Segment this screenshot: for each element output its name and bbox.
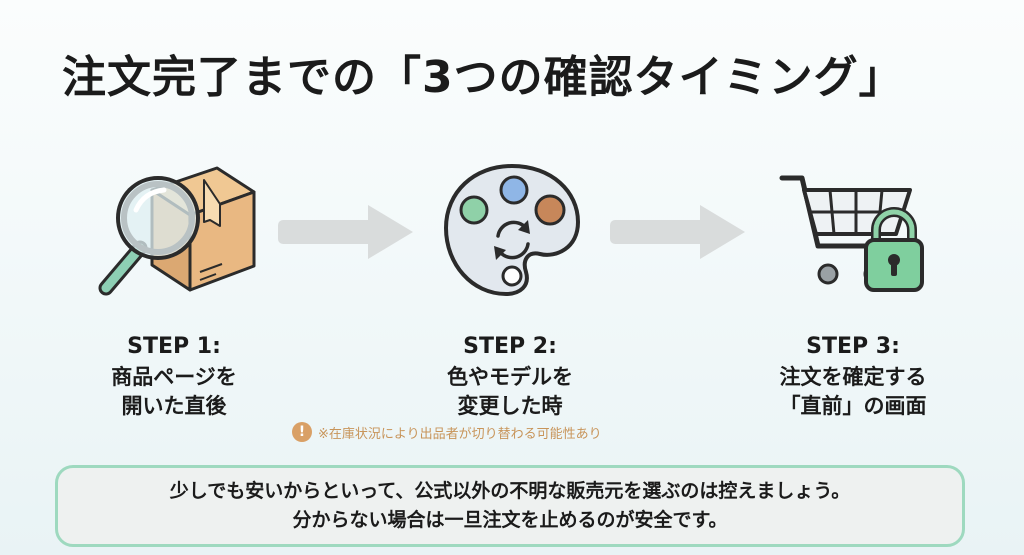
- step-1-line-2: 開いた直後: [121, 394, 227, 418]
- callout-line-2: 分からない場合は一旦注文を止めるのが安全です。: [292, 509, 728, 531]
- step-3-label: STEP 3:: [806, 334, 900, 359]
- magnifier-box-icon: [98, 166, 256, 296]
- step-3-line-2: 「直前」の画面: [779, 394, 927, 418]
- arrow-right-icon: [610, 205, 745, 259]
- page-title: 注文完了までの「3つの確認タイミング」: [62, 52, 904, 103]
- step-1-text: STEP 1: 商品ページを 開いた直後: [64, 332, 284, 421]
- advice-callout: 少しでも安いからといって、公式以外の不明な販売元を選ぶのは控えましょう。 分から…: [55, 465, 965, 547]
- callout-line-1: 少しでも安いからといって、公式以外の不明な販売元を選ぶのは控えましょう。: [169, 480, 851, 502]
- step-3-text: STEP 3: 注文を確定する 「直前」の画面: [743, 332, 963, 421]
- step-2-label: STEP 2:: [463, 334, 557, 359]
- arrow-right-icon: [278, 205, 413, 259]
- step-1-line-1: 商品ページを: [111, 365, 237, 389]
- step-3-line-1: 注文を確定する: [779, 365, 927, 389]
- step-1-label: STEP 1:: [127, 334, 221, 359]
- stock-note: ! ※在庫状況により出品者が切り替わる可能性あり: [292, 420, 732, 444]
- step-2-text: STEP 2: 色やモデルを 変更した時: [400, 332, 620, 421]
- step-2-line-1: 色やモデルを: [447, 365, 573, 389]
- palette-refresh-icon: [443, 163, 581, 297]
- exclamation-icon: !: [292, 422, 312, 442]
- note-text: ※在庫状況により出品者が切り替わる可能性あり: [318, 426, 602, 442]
- cart-lock-icon: [779, 175, 924, 292]
- step-2-line-2: 変更した時: [457, 394, 563, 418]
